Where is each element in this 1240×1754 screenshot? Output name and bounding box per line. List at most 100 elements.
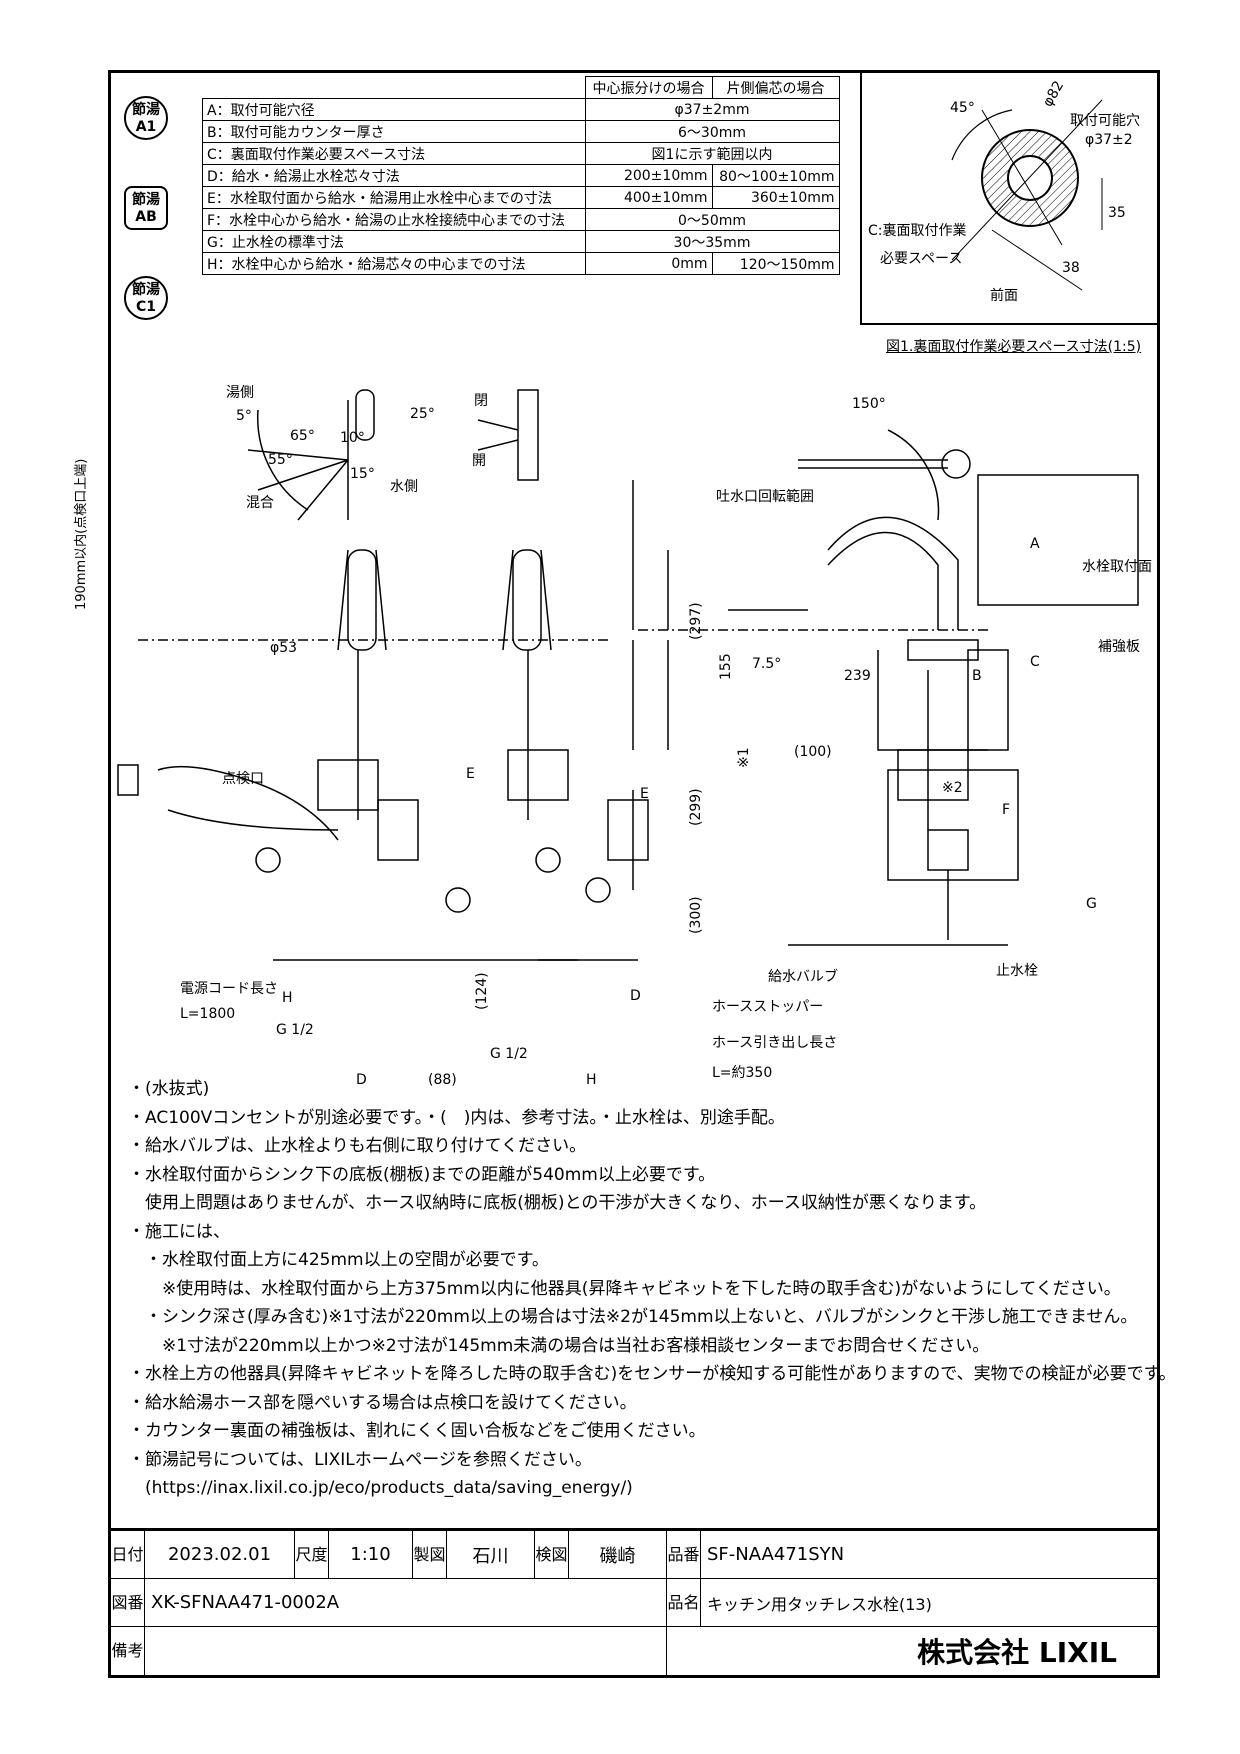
title-block: 日付 2023.02.01 尺度 1:10 製図 石川 検図 磯崎 品番 SF-… [108,1528,1160,1678]
note-line: ・給水バルブは、止水栓よりも右側に取り付けてください。 [128,1136,587,1156]
technical-drawing [117,389,1139,961]
label-d2: D [630,988,641,1004]
fig1-label-38: 38 [1062,260,1080,276]
label-299: (299) [688,788,704,826]
label-b: B [972,668,982,684]
scale-label: 尺度 [295,1531,329,1579]
label-150deg: 150° [852,396,886,412]
part-label: 品番 [667,1531,701,1579]
label-inspection: 点検口 [222,771,264,787]
label-300: (300) [688,896,704,934]
row-value-center: 200±10mm [584,164,713,187]
label-25deg: 25° [410,406,435,422]
label-yugawa: 湯側 [226,385,254,401]
label-hose-length: ホース引き出し長さ [712,1035,838,1051]
drawing-no-label: 図番 [111,1579,145,1627]
label-100: (100) [794,744,832,760]
note-line: ・AC100Vコンセントが別途必要です。・( )内は、参考寸法。・止水栓は、別途… [128,1107,785,1128]
label-g12-1: G 1/2 [276,1022,314,1038]
label-h1: H [282,990,293,1006]
company-name: 株式会社 LIXIL [917,1636,1117,1669]
checked-value: 磯崎 [569,1531,667,1579]
row-value-offset: 120～150mm [711,252,840,275]
fig1-label-45: 45° [950,100,975,116]
name-label: 品名 [667,1579,701,1627]
label-l1800: L=1800 [180,1006,236,1022]
label-e2: E [640,786,649,802]
label-open: 開 [472,453,486,469]
label-hose-stopper: ホースストッパー [712,999,824,1015]
label-star2: ※2 [942,780,963,796]
row-value: 図1に示す範囲以内 [584,142,840,165]
label-mizugawa: 水側 [390,479,418,495]
row-value: 6～30mm [584,120,840,143]
row-value-offset: 360±10mm [711,186,840,209]
fig1-label-35: 35 [1108,205,1126,221]
fig1-label-phi37: φ37±2 [1085,132,1133,148]
row-value: φ37±2mm [584,98,840,121]
row-value: 30～35mm [584,230,840,253]
label-5deg: 5° [236,408,252,424]
label-close: 閉 [474,393,488,409]
row-label: D：給水・給湯止水栓芯々寸法 [202,164,586,187]
notes-block: ・(水抜式) ・AC100Vコンセントが別途必要です。・( )内は、参考寸法。・… [128,1075,1176,1503]
label-190mm: 190mm以内(点検口上端) [74,458,89,610]
part-value: SF-NAA471SYN [701,1531,1157,1579]
label-stop-valve: 止水栓 [996,963,1038,979]
note-line: ※1寸法が220mm以上かつ※2寸法が145mm未満の場合は当社お客様相談センタ… [128,1335,990,1356]
row-label: H：水栓中心から給水・給湯芯々の中心までの寸法 [202,252,586,275]
row-label: E：水栓取付面から給水・給湯用止水栓中心までの寸法 [202,186,586,209]
label-a: A [1030,536,1040,552]
label-g12-2: G 1/2 [490,1046,528,1062]
label-mounting-surface: 水栓取付面 [1082,559,1152,575]
row-label: B：取付可能カウンター厚さ [202,120,586,143]
label-124: (124) [474,972,490,1010]
header-offset: 片側偏芯の場合 [711,76,840,99]
label-297: (297) [688,602,704,640]
row-value-center: 400±10mm [584,186,713,209]
row-value-offset: 80～100±10mm [711,164,840,187]
row-label: C：裏面取付作業必要スペース寸法 [202,142,586,165]
label-65deg: 65° [290,428,315,444]
label-c: C [1030,654,1040,670]
label-g: G [1086,896,1097,912]
label-h2: H [586,1072,597,1088]
label-15deg: 15° [350,466,375,482]
name-value: キッチン用タッチレス水栓(13) [701,1579,1157,1627]
label-l350: L=約350 [712,1065,773,1081]
checked-label: 検図 [535,1531,569,1579]
date-value: 2023.02.01 [145,1531,295,1579]
remarks-label: 備考 [111,1627,145,1675]
scale-value: 1:10 [329,1531,413,1579]
drawn-label: 製図 [413,1531,447,1579]
label-spout-range: 吐水口回転範囲 [716,489,814,505]
label-supply-valve: 給水バルブ [768,969,838,985]
note-line: ・シンク深さ(厚み含む)※1寸法が220mm以上の場合は寸法※2が145mm以上… [128,1307,1138,1327]
note-line: ・給水給湯ホース部を隠ぺいする場合は点検口を設けてください。 [128,1392,637,1413]
note-line: ・節湯記号については、LIXILホームページを参照ください。 [128,1449,592,1470]
label-e1: E [466,766,475,782]
label-f: F [1002,802,1011,818]
label-reinforcement: 補強板 [1098,639,1140,655]
row-label: G：止水栓の標準寸法 [202,230,586,253]
figure1-box [860,70,1160,325]
fig1-label-c1: C:裏面取付作業 [868,223,967,239]
fig1-label-hole: 取付可能穴 [1070,113,1140,129]
row-value-center: 0mm [584,252,713,275]
row-label: F：水栓中心から給水・給湯の止水栓接続中心までの寸法 [202,208,586,231]
header-center: 中心振分けの場合 [584,76,713,99]
label-cord-length: 電源コード長さ [180,981,278,997]
date-label: 日付 [111,1531,145,1579]
label-star1: ※1 [736,747,752,768]
note-line: ※使用時は、水栓取付面から上方375mm以内に他器具(昇降キャビネットを下した時… [128,1278,1121,1299]
note-line: ・水栓取付面上方に425mm以上の空間が必要です。 [128,1250,549,1270]
note-line: ・水栓取付面からシンク下の底板(棚板)までの距離が540mm以上必要です。 [128,1164,716,1185]
label-55deg: 55° [268,452,293,468]
label-phi53: φ53 [270,640,298,656]
label-d1: D [356,1072,367,1088]
note-line: 使用上問題はありませんが、ホース収納時に底板(棚板)との干渉が大きくなり、ホース… [128,1193,987,1213]
row-value: 0～50mm [584,208,840,231]
